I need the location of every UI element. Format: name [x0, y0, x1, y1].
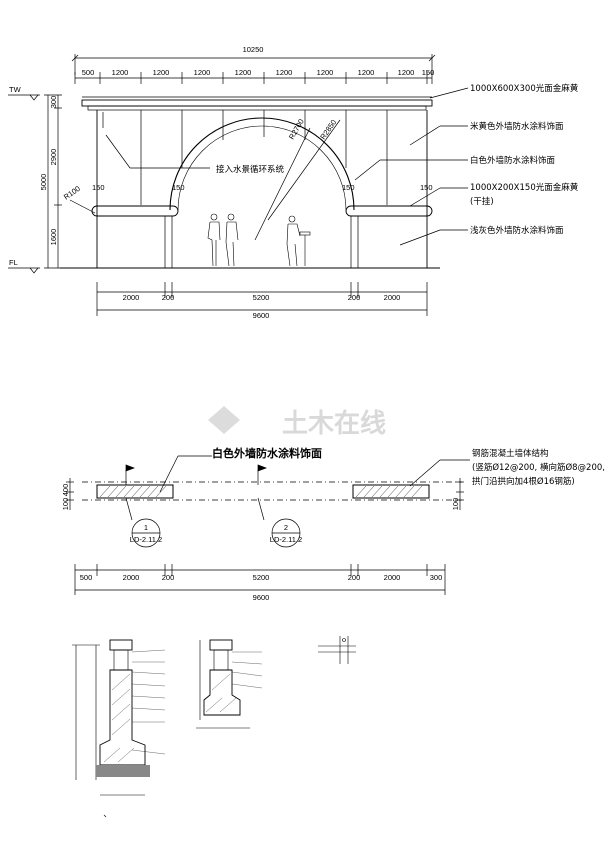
plan-label-white-paint: 白色外墙防水涂料饰面: [212, 446, 322, 460]
section-detail-2: [196, 639, 263, 729]
figures-illustration: [207, 213, 311, 267]
svg-text:2000: 2000: [123, 573, 140, 582]
svg-text:200: 200: [162, 573, 175, 582]
svg-text:2000: 2000: [384, 293, 401, 302]
svg-text:2000: 2000: [384, 573, 401, 582]
svg-text:200: 200: [348, 293, 361, 302]
svg-text:2900: 2900: [49, 149, 58, 166]
section-1-ref: LD-2.11.2: [130, 535, 162, 544]
section-detail-1: [72, 639, 166, 818]
svg-text:1200: 1200: [317, 68, 334, 77]
svg-text:1200: 1200: [153, 68, 170, 77]
annotation-band-stone: 1000X200X150光面金麻黄: [470, 182, 579, 193]
svg-text:150: 150: [420, 183, 433, 192]
svg-text:100: 100: [451, 498, 460, 511]
svg-text:150: 150: [92, 183, 105, 192]
section-detail-3: [318, 636, 356, 664]
svg-text:1200: 1200: [194, 68, 211, 77]
section-2-num: 2: [284, 523, 288, 532]
svg-text:(竖筋Ø12@200, 横向筋Ø8@200,: (竖筋Ø12@200, 横向筋Ø8@200,: [472, 462, 605, 473]
svg-text:1600: 1600: [49, 229, 58, 246]
svg-text:1200: 1200: [112, 68, 129, 77]
svg-text:150: 150: [172, 183, 185, 192]
elevation-labels: 10250 500 1200 1200 1200 1200 1200 1200 …: [9, 45, 579, 320]
svg-text:1200: 1200: [398, 68, 415, 77]
svg-text:300: 300: [430, 573, 443, 582]
svg-text:土木在线: 土木在线: [282, 409, 386, 439]
svg-text:1200: 1200: [276, 68, 293, 77]
overall-top-dim: 10250: [243, 45, 264, 54]
svg-text:150: 150: [342, 183, 355, 192]
elevation-view: [8, 54, 469, 316]
svg-text:300: 300: [49, 96, 58, 109]
plan-view: [66, 455, 470, 595]
svg-text:5000: 5000: [39, 174, 48, 191]
svg-text:150: 150: [422, 68, 435, 77]
svg-text:400: 400: [61, 484, 70, 497]
radius-r2850: R2850: [318, 118, 338, 141]
plan-labels: 白色外墙防水涂料饰面 钢筋混凝土墙体结构 (竖筋Ø12@200, 横向筋Ø8@2…: [61, 446, 605, 602]
overall-bottom-dim: 9600: [253, 311, 270, 320]
annotation-dry-hang: (干挂): [470, 196, 494, 207]
section-2-ref: LD-2.11.2: [270, 535, 302, 544]
radius-r100: R100: [62, 184, 82, 202]
level-fl: FL: [9, 258, 18, 267]
svg-text:5200: 5200: [253, 573, 270, 582]
water-callout: 接入水景循环系统: [216, 164, 285, 175]
plan-overall-dim: 9600: [253, 593, 270, 602]
svg-text:2000: 2000: [123, 293, 140, 302]
svg-text:1200: 1200: [358, 68, 375, 77]
annotation-cap-stone: 1000X600X300光面金麻黄: [470, 83, 579, 94]
annotation-white-paint: 白色外墙防水涂料饰面: [470, 155, 556, 166]
section-1-num: 1: [144, 523, 148, 532]
svg-text:500: 500: [80, 573, 93, 582]
svg-text:200: 200: [348, 573, 361, 582]
svg-text:5200: 5200: [253, 293, 270, 302]
annotation-grey-paint: 浅灰色外墙防水涂料饰面: [470, 225, 564, 236]
svg-text:拱门沿拱向加4根Ø16钢筋): 拱门沿拱向加4根Ø16钢筋): [472, 476, 575, 487]
svg-text:200: 200: [162, 293, 175, 302]
plan-label-structure: 钢筋混凝土墙体结构: [472, 448, 549, 459]
svg-text:100: 100: [61, 498, 70, 511]
svg-text:1200: 1200: [235, 68, 252, 77]
level-tw: TW: [9, 85, 22, 94]
watermark: 土木在线: [208, 406, 386, 439]
svg-text:500: 500: [82, 68, 95, 77]
radius-r2700: R2700: [287, 117, 306, 141]
annotation-beige-paint: 米黄色外墙防水涂料饰面: [470, 121, 564, 132]
